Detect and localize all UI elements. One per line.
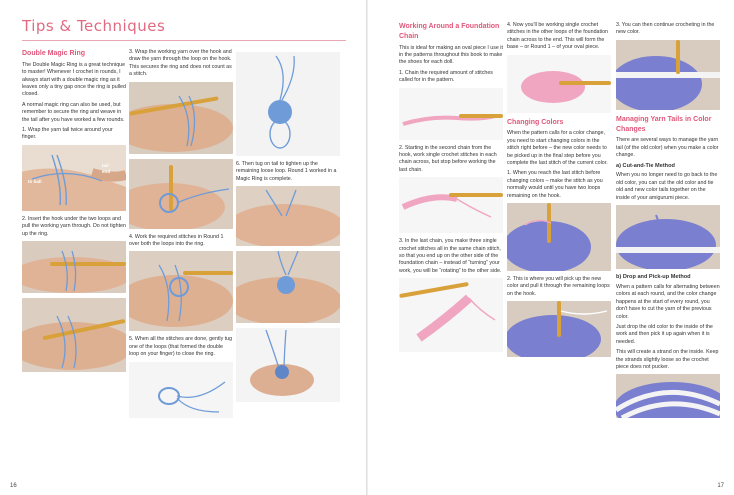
- step-photo: [129, 361, 233, 418]
- step-text: 3. You can then continue crocheting in t…: [616, 22, 715, 36]
- step-text: 1. Wrap the yarn tail twice around your …: [22, 127, 113, 141]
- step-text: 6. Then tug on tail to tighten up the re…: [236, 161, 337, 182]
- step-text: 2. Starting in the second chain from the…: [399, 144, 497, 173]
- right-page: Working Around a Foundation Chain This i…: [368, 0, 734, 495]
- step-photo: [399, 278, 503, 353]
- step-photo: [507, 54, 611, 113]
- step-photo: [616, 374, 720, 419]
- book-gutter: [366, 0, 368, 495]
- header-divider: [22, 40, 346, 41]
- step-photo: [507, 203, 611, 272]
- step-photo: [236, 251, 340, 324]
- step-photo: [22, 241, 126, 294]
- paragraph: There are several ways to manage the yar…: [616, 137, 719, 159]
- subheading-drop-and-pick-up: b) Drop and Pick-up Method: [616, 274, 691, 281]
- section-heading-foundation-chain: Working Around a Foundation Chain: [399, 23, 500, 40]
- step-text: 4. Now you'll be working single crochet …: [507, 22, 609, 51]
- step-photo: [236, 186, 340, 247]
- column-magic-ring-steps: 3. Wrap the working yarn over the hook a…: [129, 49, 233, 423]
- step-photo: [236, 52, 340, 156]
- step-photo: [129, 158, 233, 229]
- paragraph: This is ideal for making an oval piece I…: [399, 44, 503, 66]
- paragraph: This will create a strand on the inside.…: [616, 349, 719, 370]
- photo-label-to-ball: to ball: [28, 178, 42, 184]
- paragraph: A normal magic ring can also be used, bu…: [22, 101, 125, 123]
- section-heading-changing-colors: Changing Colors: [507, 118, 564, 126]
- section-heading-double-magic-ring: Double Magic Ring: [22, 50, 85, 57]
- step-photo: [399, 87, 503, 140]
- step-text: 5. When all the stitches are done, gentl…: [129, 336, 233, 358]
- step-photo: [616, 205, 720, 270]
- step-text: 4. Work the required stitches in Round 1…: [129, 233, 224, 248]
- page-number: 16: [10, 483, 17, 489]
- step-photo: [236, 328, 340, 403]
- page-number: 17: [717, 483, 724, 489]
- step-text: 3. Wrap the working yarn over the hook a…: [129, 49, 232, 78]
- column-magic-ring-finish: 6. Then tug on tail to tighten up the re…: [236, 49, 340, 407]
- step-photo: [399, 177, 503, 234]
- step-photo: [129, 251, 233, 332]
- column-managing-yarn-tails: 3. You can then continue crocheting in t…: [616, 22, 720, 423]
- subheading-cut-and-tie: a) Cut-and-Tie Method: [616, 162, 675, 169]
- step-photo: to ball tail end: [22, 144, 126, 211]
- paragraph: Just drop the old color to the inside of…: [616, 323, 713, 345]
- left-page: Tips & Techniques Double Magic Ring The …: [0, 0, 366, 495]
- paragraph: The Double Magic Ring is a great techniq…: [22, 61, 126, 98]
- step-text: 2. Insert the hook under the two loops a…: [22, 215, 126, 237]
- step-text: 3. In the last chain, you make three sin…: [399, 238, 502, 274]
- step-text: 2. This is where you will pick up the ne…: [507, 276, 610, 297]
- column-double-magic-ring: Double Magic Ring The Double Magic Ring …: [22, 49, 126, 377]
- section-heading-managing-yarn-tails: Managing Yarn Tails in Color Changes: [616, 115, 712, 133]
- paragraph: When a pattern calls for alternating bet…: [616, 283, 720, 320]
- photo-label-tail-end: tail end: [102, 162, 111, 175]
- paragraph: When the pattern calls for a color chang…: [507, 130, 608, 167]
- page-title: Tips & Techniques: [22, 17, 166, 35]
- step-photo: [129, 81, 233, 154]
- step-photo: [507, 301, 611, 358]
- step-text: 1. Chain the required amount of stitches…: [399, 69, 493, 84]
- step-photo: [22, 298, 126, 373]
- step-photo: [616, 39, 720, 110]
- column-changing-colors: 4. Now you'll be working single crochet …: [507, 22, 611, 362]
- column-foundation-chain: Working Around a Foundation Chain This i…: [399, 22, 503, 357]
- paragraph: When you no longer need to go back to th…: [616, 172, 718, 201]
- step-text: 1. When you reach the last stitch before…: [507, 170, 603, 199]
